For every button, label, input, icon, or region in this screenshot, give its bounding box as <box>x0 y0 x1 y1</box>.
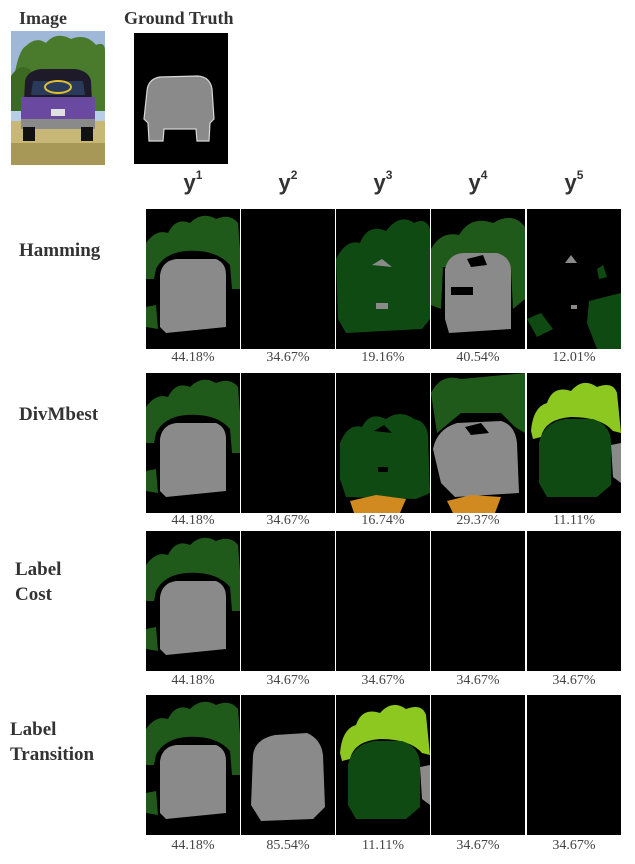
segmentation-mask-r3-y5 <box>527 531 621 671</box>
column-header-y1: y1 <box>183 168 203 195</box>
row-label-divmbest: DivMbest <box>19 404 99 425</box>
accuracy-value: 85.54% <box>266 838 310 853</box>
accuracy-value: 19.16% <box>361 350 405 365</box>
segmentation-mask-r1-y1 <box>146 209 240 349</box>
accuracy-value: 16.74% <box>361 513 405 528</box>
segmentation-mask-r3-y3 <box>336 531 430 671</box>
segmentation-mask-r1-y2 <box>241 209 335 349</box>
segmentation-mask-r2-y4 <box>431 373 525 513</box>
ground-truth-mask <box>134 33 228 164</box>
accuracy-value: 34.67% <box>266 673 310 688</box>
segmentation-mask-r3-y1 <box>146 531 240 671</box>
accuracy-value: 11.11% <box>361 838 405 853</box>
column-header-y3: y3 <box>373 168 393 195</box>
accuracy-value: 40.54% <box>456 350 500 365</box>
segmentation-mask-r3-y2 <box>241 531 335 671</box>
accuracy-value: 29.37% <box>456 513 500 528</box>
segmentation-mask-r4-y4 <box>431 695 525 835</box>
segmentation-mask-r3-y4 <box>431 531 525 671</box>
accuracy-value: 34.67% <box>266 513 310 528</box>
image-header: Image <box>19 8 67 28</box>
accuracy-value: 34.67% <box>456 673 500 688</box>
input-photo <box>11 31 105 165</box>
segmentation-mask-r2-y3 <box>336 373 430 513</box>
segmentation-mask-r1-y4 <box>431 209 525 349</box>
ground-truth-header: Ground Truth <box>124 8 234 28</box>
row-label-hamming: Hamming <box>19 240 101 261</box>
segmentation-mask-r4-y3 <box>336 695 430 835</box>
accuracy-value: 34.67% <box>266 350 310 365</box>
accuracy-value: 44.18% <box>171 350 215 365</box>
accuracy-value: 44.18% <box>171 673 215 688</box>
accuracy-value: 44.18% <box>171 838 215 853</box>
accuracy-value: 34.67% <box>456 838 500 853</box>
column-header-y5: y5 <box>564 168 584 195</box>
accuracy-value: 12.01% <box>552 350 596 365</box>
column-header-y2: y2 <box>278 168 298 195</box>
segmentation-mask-r1-y5 <box>527 209 621 349</box>
accuracy-value: 34.67% <box>552 673 596 688</box>
segmentation-mask-r4-y1 <box>146 695 240 835</box>
accuracy-value: 34.67% <box>361 673 405 688</box>
segmentation-mask-r1-y3 <box>336 209 430 349</box>
segmentation-mask-r4-y2 <box>241 695 335 835</box>
segmentation-mask-r4-y5 <box>527 695 621 835</box>
segmentation-mask-r2-y1 <box>146 373 240 513</box>
column-header-y4: y4 <box>468 168 488 195</box>
accuracy-value: 44.18% <box>171 513 215 528</box>
accuracy-value: 34.67% <box>552 838 596 853</box>
segmentation-mask-r2-y2 <box>241 373 335 513</box>
segmentation-mask-r2-y5 <box>527 373 621 513</box>
accuracy-value: 11.11% <box>552 513 596 528</box>
